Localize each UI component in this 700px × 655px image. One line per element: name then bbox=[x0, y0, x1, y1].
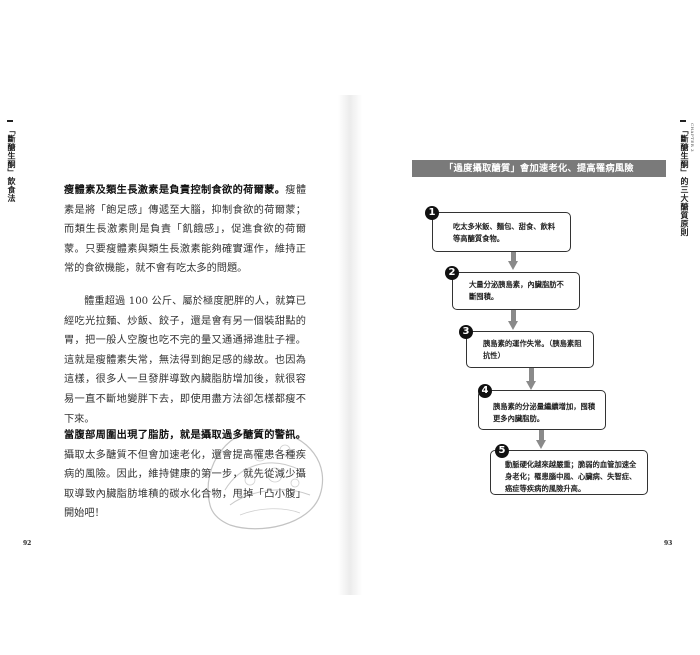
flow-step-3-number: 3 bbox=[459, 325, 473, 339]
fat-illustration-image bbox=[207, 429, 324, 530]
flow-step-3-text: 胰島素的運作失常。（胰島素阻抗性） bbox=[483, 339, 582, 360]
flow-step-5-number: 5 bbox=[495, 444, 509, 458]
paragraph-1-lead: 瘦體素及類生長激素是負責控制食欲的荷爾蒙。 bbox=[64, 184, 286, 196]
flow-arrow-2 bbox=[508, 304, 519, 330]
page-number-left: 92 bbox=[23, 540, 32, 547]
flow-step-4-text: 胰島素的分泌量繼續增加，囤積更多內臟脂肪。 bbox=[493, 402, 596, 423]
running-head-left: 「斷醣生酮」飲食法 bbox=[7, 126, 16, 203]
flow-step-2-number: 2 bbox=[445, 266, 459, 280]
page-number-right: 93 bbox=[664, 540, 673, 547]
flow-step-5: 動脈硬化越來越嚴重；脆弱的血管加速全身老化；罹患腦中風、心臟病、失智症、癌症等疾… bbox=[490, 450, 648, 495]
flow-step-4-number: 4 bbox=[478, 384, 492, 398]
running-head-right: 「斷醣生酮」的三大醣質原則 bbox=[680, 126, 689, 237]
flow-arrow-3 bbox=[526, 364, 537, 390]
paragraph-3-body: 攝取太多醣質不但會加速老化，還會提高罹患各種疾病的風險。因此，維持健康的第一步，… bbox=[64, 449, 306, 520]
flowchart-title: 「過度攝取醣質」會加速老化、提高罹病風險 bbox=[412, 160, 666, 177]
chapter-label: CHAPTER 3 bbox=[690, 123, 695, 153]
paragraph-2-body: 體重超過 100 公斤、屬於極度肥胖的人，就算已經吃光拉麵、炒飯、餃子，還是會有… bbox=[64, 296, 306, 425]
running-head-rule-right bbox=[680, 120, 686, 122]
running-head-rule-left bbox=[7, 120, 13, 122]
flow-step-2-text: 大量分泌胰島素，內臟脂肪不斷囤積。 bbox=[469, 280, 564, 301]
book-gutter bbox=[338, 95, 362, 595]
paragraph-3: 當腹部周圍出現了脂肪，就是攝取過多醣質的警訊。攝取太多醣質不但會加速老化，還會提… bbox=[64, 426, 306, 524]
paragraph-1: 瘦體素及類生長激素是負責控制食欲的荷爾蒙。瘦體素是將「飽足感」傳遞至大腦，抑制食… bbox=[64, 181, 306, 279]
flow-step-1-number: 1 bbox=[425, 206, 439, 220]
flow-step-1-text: 吃太多米飯、麵包、甜食、飲料等高醣質食物。 bbox=[453, 222, 556, 243]
flow-arrow-4 bbox=[536, 423, 547, 449]
paragraph-2: 體重超過 100 公斤、屬於極度肥胖的人，就算已經吃光拉麵、炒飯、餃子，還是會有… bbox=[64, 292, 306, 429]
paragraph-3-lead: 當腹部周圍出現了脂肪，就是攝取過多醣質的警訊。 bbox=[64, 429, 306, 441]
flow-step-2: 大量分泌胰島素，內臟脂肪不斷囤積。 bbox=[452, 272, 580, 310]
paragraph-1-body: 瘦體素是將「飽足感」傳遞至大腦，抑制食欲的荷爾蒙；而類生長激素則是負責「飢餓感」… bbox=[64, 185, 307, 275]
flow-step-4: 胰島素的分泌量繼續增加，囤積更多內臟脂肪。 bbox=[478, 390, 606, 430]
flow-step-5-text: 動脈硬化越來越嚴重；脆弱的血管加速全身老化；罹患腦中風、心臟病、失智症、癌症等疾… bbox=[505, 460, 637, 493]
flow-step-3: 胰島素的運作失常。（胰島素阻抗性） bbox=[466, 331, 594, 368]
flow-step-1: 吃太多米飯、麵包、甜食、飲料等高醣質食物。 bbox=[432, 212, 571, 252]
